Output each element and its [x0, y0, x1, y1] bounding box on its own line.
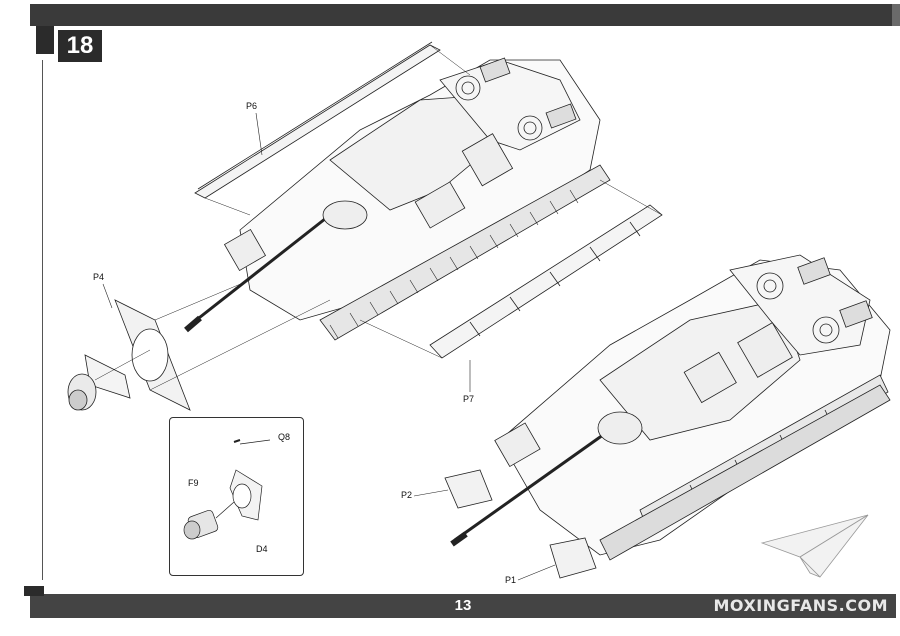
left-margin-line — [42, 60, 43, 580]
callout-p7: P7 — [463, 394, 475, 404]
lower-tank-drawing — [444, 254, 891, 579]
paper-plane-logo-icon — [760, 514, 869, 578]
callout-p6: P6 — [246, 101, 258, 111]
callout-q8: Q8 — [278, 432, 291, 442]
callout-p2: P2 — [401, 490, 413, 500]
inset-drawing — [183, 439, 271, 540]
callout-p4: P4 — [93, 272, 105, 282]
footer-notch — [24, 586, 44, 596]
detail-inset: Q8 F9 D4 — [169, 417, 304, 576]
step-number-badge: 18 — [58, 30, 102, 62]
footer-bar: 13 — [24, 586, 896, 618]
header-bar-end — [892, 4, 900, 26]
page-number: 13 — [454, 597, 472, 614]
callout-f9: F9 — [188, 478, 199, 488]
callout-d4: D4 — [256, 544, 268, 554]
header-bar — [30, 4, 900, 26]
site-watermark: MOXINGFANS.COM — [713, 596, 888, 615]
header-notch — [36, 26, 54, 54]
upper-tank-drawing — [67, 41, 663, 411]
callout-p1: P1 — [505, 575, 517, 585]
